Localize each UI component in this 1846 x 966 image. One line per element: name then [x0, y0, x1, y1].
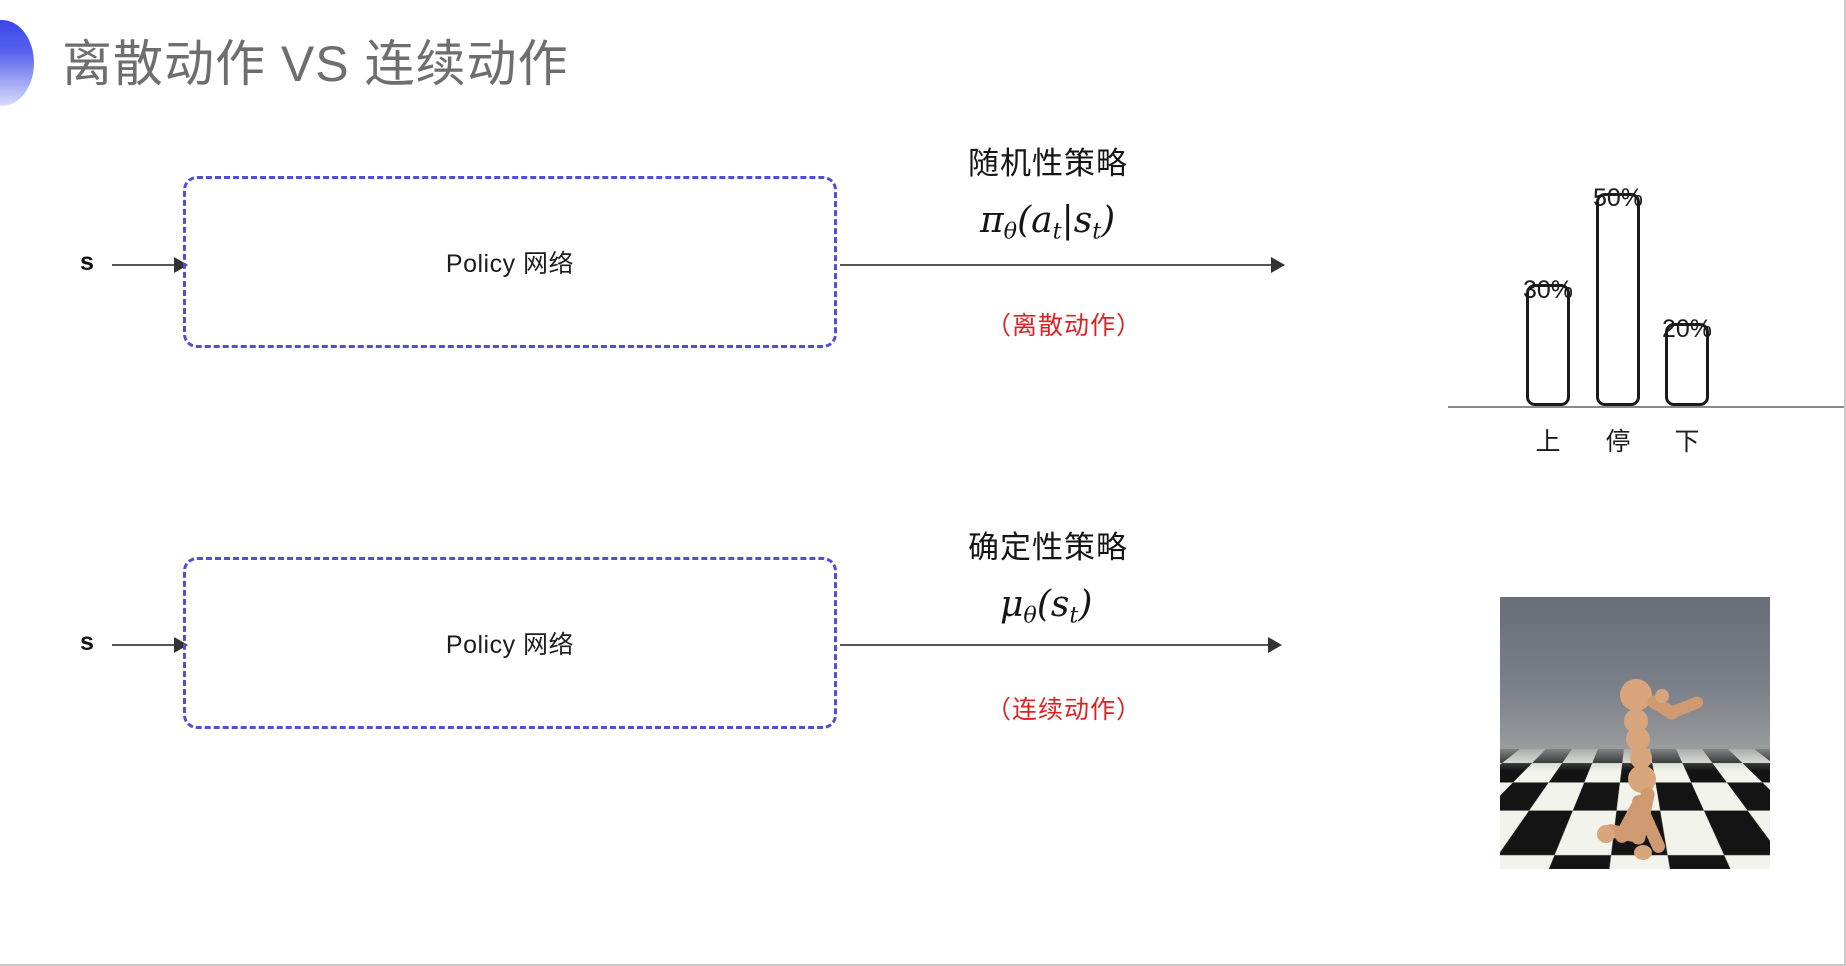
humanoid-foot-front [1634, 845, 1652, 860]
formula-t-subscript-2: t [1092, 219, 1101, 245]
policy-formula-continuous: μθ(st) [1000, 584, 1092, 629]
policy-network-label-continuous: Policy 网络 [186, 625, 834, 661]
policy-type-label-continuous: 确定性策略 [968, 522, 1128, 567]
formula-open-arg-2: (s [1037, 584, 1070, 625]
input-arrow-discrete [112, 264, 186, 266]
action-type-note-continuous: （连续动作） [986, 690, 1142, 726]
policy-network-box-discrete[interactable]: Policy 网络 [183, 176, 837, 348]
humanoid-foot-back [1597, 825, 1615, 843]
policy-type-label-discrete: 随机性策略 [968, 138, 1128, 183]
humanoid-head [1620, 679, 1652, 711]
humanoid-simulation-image [1500, 597, 1770, 869]
policy-formula-discrete: πθ(at|st) [980, 200, 1115, 245]
input-arrow-continuous [112, 644, 186, 646]
bar-stop [1596, 193, 1640, 406]
formula-pi-symbol: π [980, 200, 1004, 241]
bar-value-stop: 50% [1576, 184, 1660, 213]
output-arrow-continuous [840, 644, 1280, 646]
formula-mu-symbol: μ [1000, 584, 1023, 625]
title-accent-decoration [0, 20, 34, 106]
action-probability-bar-chart: 30% 上 50% 停 20% 下 [1448, 96, 1846, 466]
policy-network-box-continuous[interactable]: Policy 网络 [183, 557, 837, 729]
input-state-label-discrete: s [80, 248, 94, 277]
formula-theta-subscript-2: θ [1023, 603, 1036, 629]
formula-open-arg: (a [1017, 200, 1053, 241]
bar-value-down: 20% [1645, 315, 1729, 344]
page-title: 离散动作 VS 连续动作 [62, 24, 568, 96]
formula-t-subscript-1: t [1053, 219, 1062, 245]
output-arrow-discrete [840, 264, 1283, 266]
chart-baseline-axis [1448, 406, 1846, 408]
formula-close-paren-2: ) [1078, 584, 1092, 625]
formula-theta-subscript: θ [1004, 219, 1017, 245]
humanoid-hand [1655, 689, 1669, 703]
bar-value-up: 30% [1506, 276, 1590, 305]
action-type-note-discrete: （离散动作） [986, 306, 1142, 342]
formula-condition-bar: |s [1062, 200, 1093, 241]
input-state-label-continuous: s [80, 628, 94, 657]
formula-t-subscript-3: t [1069, 603, 1078, 629]
formula-close-paren: ) [1101, 200, 1115, 241]
bar-category-down: 下 [1645, 422, 1729, 458]
policy-network-label-discrete: Policy 网络 [186, 244, 834, 280]
